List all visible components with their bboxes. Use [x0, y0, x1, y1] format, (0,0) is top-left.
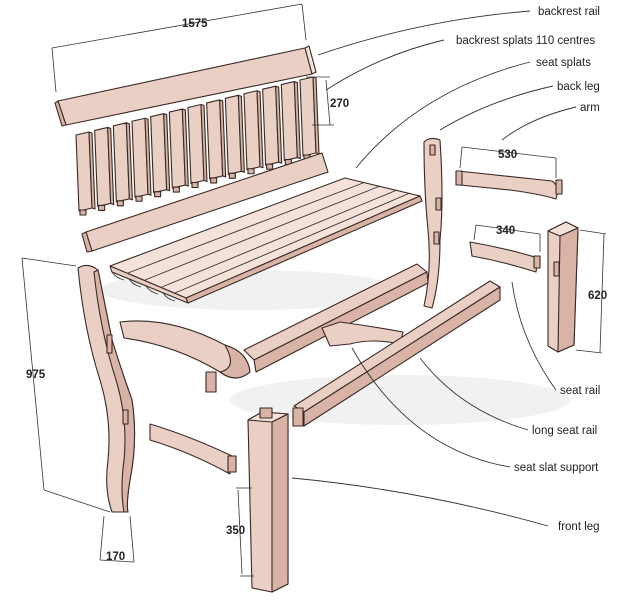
- backrest-rail: [54, 45, 317, 127]
- backrest-splat-edge: [107, 126, 115, 205]
- backrest-splat-tenon: [135, 195, 143, 202]
- dim-arm-length: 530: [498, 149, 517, 161]
- backrest-splat-edge: [125, 122, 133, 201]
- front-leg-bottom: [247, 407, 289, 593]
- label-long-seat-rail: long seat rail: [532, 425, 597, 437]
- backrest-splat-edge: [144, 117, 152, 196]
- label-seat-slat-support: seat slat support: [514, 462, 599, 474]
- dim-back-leg-height: 975: [26, 369, 46, 381]
- backrest-splat-tenon: [116, 200, 124, 207]
- backrest-splat-tenon: [154, 191, 162, 198]
- backrest-splat-tenon: [98, 204, 106, 211]
- backrest-splat-edge: [237, 94, 245, 173]
- dim-back-leg-width: 170: [106, 551, 125, 563]
- backrest-splat-tenon: [191, 181, 199, 189]
- leader-lines: [291, 10, 577, 527]
- label-seat-splats: seat splats: [536, 57, 591, 69]
- backrest-splat-edge: [163, 113, 171, 192]
- backrest-splat-tenon: [247, 168, 255, 175]
- part-labels: backrest rail backrest splats 110 centre…: [456, 6, 600, 533]
- label-backrest-splats: backrest splats 110 centres: [456, 35, 595, 47]
- dim-seat-rail-length: 340: [496, 225, 515, 237]
- seat-rail-lower-left: [149, 423, 237, 475]
- backrest-splat-edge: [200, 103, 208, 183]
- backrest-splat-edge: [293, 81, 301, 160]
- seat-splats: [109, 177, 423, 304]
- backrest-splat-edge: [219, 99, 227, 178]
- dim-splat-height: 270: [330, 98, 349, 110]
- backrest-splat-edge: [181, 108, 189, 187]
- arm-part: [455, 170, 563, 200]
- backrest-splat-tenon: [79, 209, 87, 216]
- seat-slat-support-part: [321, 321, 404, 347]
- label-arm: arm: [580, 102, 600, 114]
- dim-front-leg-height: 620: [588, 290, 607, 302]
- dimension-labels: 1575 270 530 340 975 620 170 350: [26, 18, 607, 563]
- dimension-lines: [21, 3, 607, 577]
- long-seat-rail-front: [292, 280, 501, 427]
- back-leg-left: [77, 264, 136, 513]
- backrest-splat-tenon: [172, 186, 180, 193]
- side-seat-rail-left: [119, 320, 251, 393]
- seat-rail-part: [469, 241, 541, 273]
- backrest-splat-tenon: [266, 163, 274, 170]
- label-front-leg: front leg: [558, 521, 600, 533]
- label-back-leg: back leg: [557, 81, 600, 93]
- dim-backrest-rail-length: 1575: [182, 18, 208, 30]
- backrest-splat-edge: [88, 131, 96, 210]
- backrest-splats: [75, 76, 320, 216]
- dim-front-leg-lower: 350: [226, 525, 245, 537]
- backrest-splat-tenon: [228, 172, 236, 179]
- label-seat-rail: seat rail: [560, 385, 600, 397]
- backrest-splat-edge: [275, 85, 283, 164]
- backrest-splat-edge: [256, 90, 264, 169]
- backrest-splat-tenon: [210, 177, 218, 184]
- backrest-lower-rail: [81, 152, 329, 253]
- label-backrest-rail: backrest rail: [538, 6, 600, 18]
- back-leg-right: [423, 137, 443, 309]
- front-leg-right: [547, 221, 579, 353]
